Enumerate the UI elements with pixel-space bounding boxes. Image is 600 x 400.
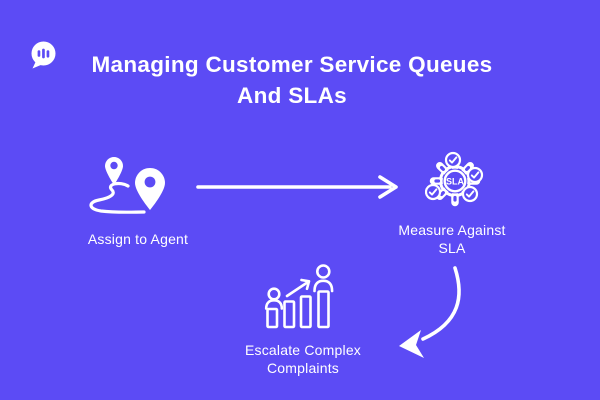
route-map-pins-icon bbox=[89, 157, 165, 214]
step-label-escalate-complex-complaints: Escalate Complex Complaints bbox=[244, 342, 362, 376]
curved-down-left-arrow-icon bbox=[399, 266, 461, 358]
chat-bubble-logo-icon bbox=[31, 41, 56, 69]
step-label-measure-against-sla: Measure Against SLA bbox=[398, 222, 506, 256]
step-label-assign-to-agent: Assign to Agent bbox=[87, 231, 189, 247]
page-title: Managing Customer Service Queues And SLA… bbox=[62, 49, 522, 111]
growth-bars-people-icon bbox=[264, 264, 334, 329]
sla-gear-checks-icon: SLA bbox=[425, 151, 484, 207]
check-circle-icon bbox=[425, 183, 442, 201]
page-title-line1: Managing Customer Service Queues bbox=[91, 52, 493, 77]
check-circle-icon bbox=[461, 185, 479, 203]
check-circle-icon bbox=[444, 151, 462, 169]
check-circle-icon bbox=[466, 166, 484, 184]
straight-right-arrow-icon bbox=[196, 175, 398, 199]
sla-badge-text: SLA bbox=[446, 177, 465, 187]
page-title-line2: And SLAs bbox=[237, 83, 347, 108]
